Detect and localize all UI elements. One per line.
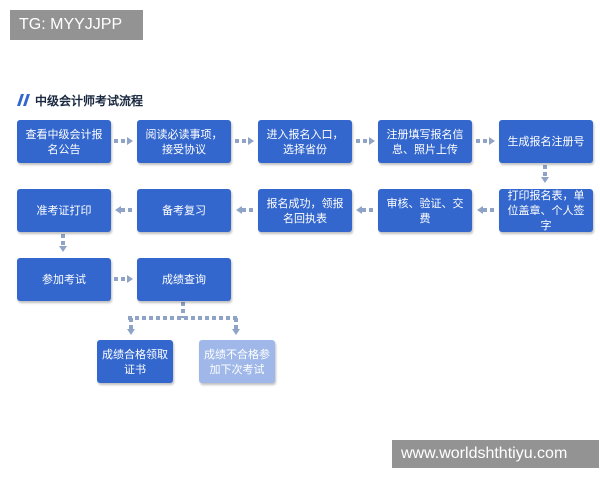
step-registration-success: 报名成功，领报名回执表 (258, 189, 352, 232)
arrowhead-9-10 (115, 206, 121, 214)
arrowhead-1-2 (127, 137, 133, 145)
step-generate-number: 生成报名注册号 (499, 120, 593, 163)
arrowhead-to-fail (232, 329, 240, 335)
step-check-score: 成绩查询 (137, 258, 231, 301)
step-view-announcement: 查看中级会计报名公告 (17, 120, 111, 163)
step-enter-portal: 进入报名入口，选择省份 (258, 120, 352, 163)
double-slash-icon (17, 94, 30, 106)
watermark-top: TG: MYYJJPP (10, 10, 143, 40)
step-review-pay: 审核、验证、交费 (378, 189, 472, 232)
arrowhead-3-4 (369, 137, 375, 145)
arrowhead-11-12 (127, 275, 133, 283)
step-prepare: 备考复习 (137, 189, 231, 232)
arrowhead-4-5 (489, 137, 495, 145)
arrowhead-2-3 (248, 137, 254, 145)
diagram-title: 中级会计师考试流程 (35, 94, 144, 108)
watermark-bottom: www.worldshthtiyu.com (392, 440, 599, 468)
step-print-admission: 准考证打印 (17, 189, 111, 232)
arrowhead-7-8 (356, 206, 362, 214)
outcome-pass: 成绩合格领取证书 (97, 340, 173, 383)
step-take-exam: 参加考试 (17, 258, 111, 301)
arrowhead-6-7 (477, 206, 483, 214)
step-read-notes: 阅读必读事项，接受协议 (137, 120, 231, 163)
step-print-form: 打印报名表，单位盖章、个人签字 (499, 189, 593, 232)
outcome-fail: 成绩不合格参加下次考试 (199, 340, 275, 383)
arrowhead-to-pass (127, 329, 135, 335)
arrowhead-8-9 (236, 206, 242, 214)
arrowhead-5-6 (541, 177, 549, 183)
step-fill-info: 注册填写报名信息、照片上传 (378, 120, 472, 163)
arrowhead-10-11 (59, 246, 67, 252)
